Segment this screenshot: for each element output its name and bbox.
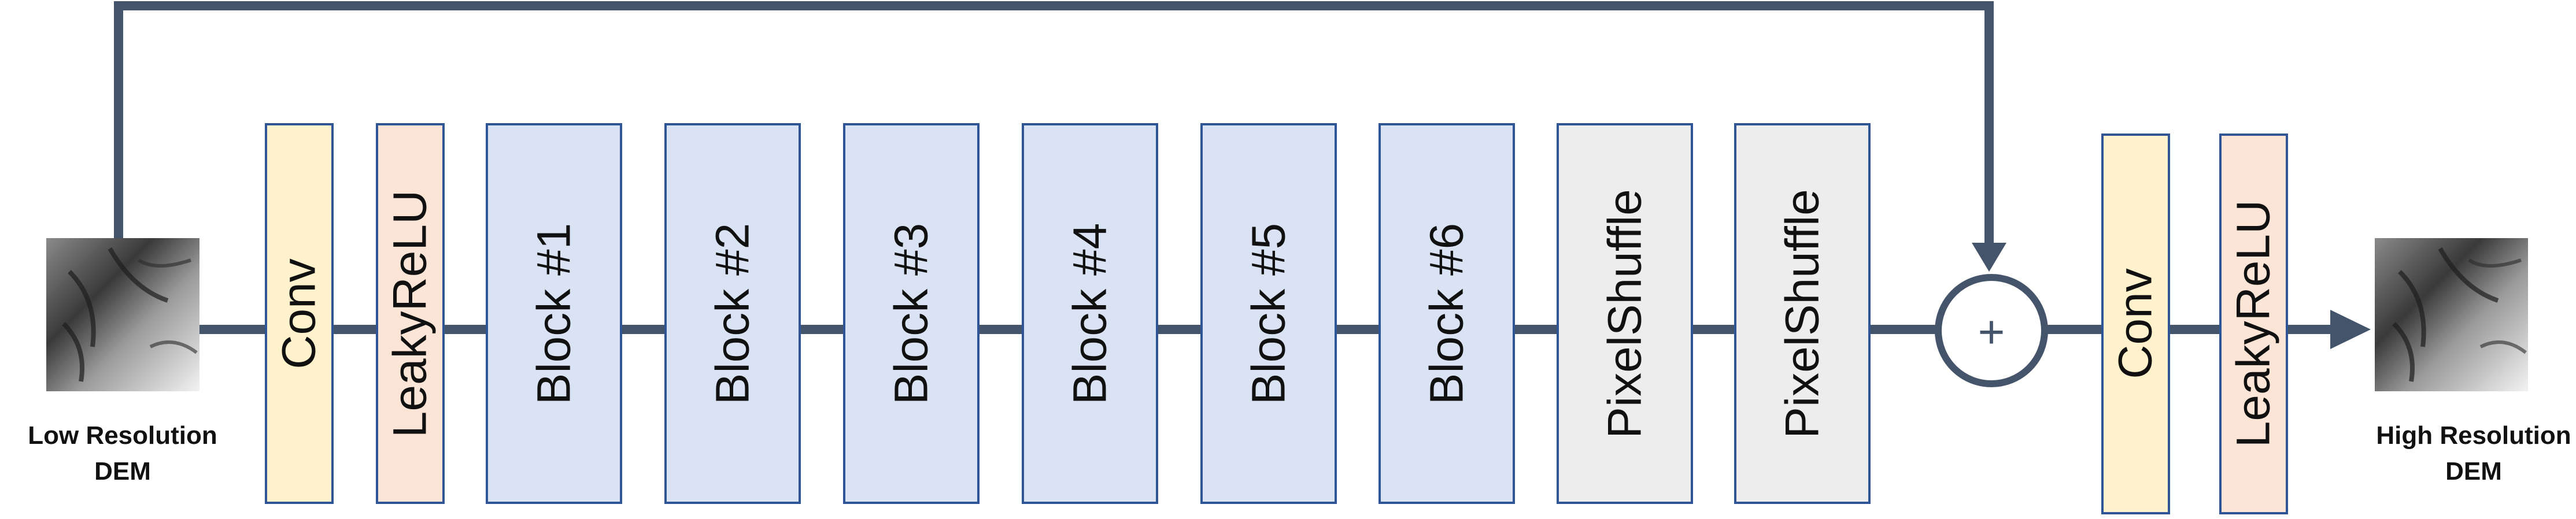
input-label-line1: Low Resolution [28,421,217,450]
layer-block-1: Block #1 [486,123,622,504]
layer-block-4: Block #4 [1022,123,1158,504]
layer-block-2: Block #2 [664,123,801,504]
layer-pixelshuffle-1: PixelShuffle [1557,123,1693,504]
layer-label: Conv [273,258,326,369]
output-label-line2: DEM [2445,457,2502,485]
skip-arrowhead [1972,243,2006,272]
layer-label: Block #5 [1243,223,1295,405]
layer-label: Block #4 [1064,223,1117,405]
input-dem-image [46,238,199,391]
layer-leakyrelu-1: LeakyReLU [376,123,445,504]
layer-block-3: Block #3 [843,123,980,504]
layer-label: Block #1 [528,223,581,405]
layer-pixelshuffle-2: PixelShuffle [1734,123,1871,504]
layer-label: PixelShuffle [1599,189,1651,439]
layer-block-5: Block #5 [1200,123,1337,504]
output-dem-image [2375,238,2528,391]
output-arrowhead [2330,310,2371,349]
input-label-line2: DEM [94,457,151,485]
layer-conv-2: Conv [2101,134,2170,514]
plus-icon: + [1978,306,2005,358]
output-label-line1: High Resolution [2376,421,2571,450]
layer-label: PixelShuffle [1776,189,1829,439]
layer-block-6: Block #6 [1378,123,1515,504]
layer-leakyrelu-2: LeakyReLU [2219,134,2288,514]
layer-label: Block #3 [885,223,938,405]
layer-label: LeakyReLU [2227,200,2280,447]
layer-label: Block #6 [1421,223,1473,405]
skip-connection [114,1,1994,250]
layer-conv-1: Conv [265,123,334,504]
sum-node: + [1935,274,2048,387]
layer-label: Conv [2109,268,2162,379]
layer-label: Block #2 [707,223,759,405]
layer-label: LeakyReLU [384,190,437,438]
